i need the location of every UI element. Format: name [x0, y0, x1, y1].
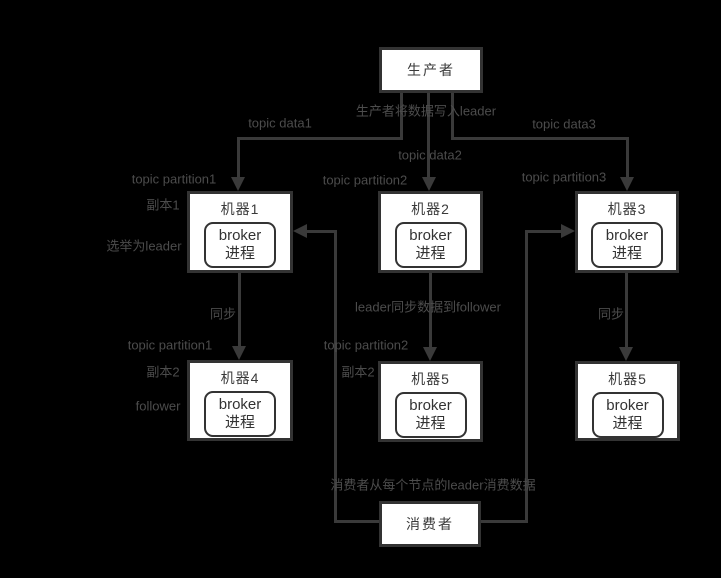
arrowhead-into-machine3-left [561, 224, 575, 238]
label-elected-as-leader: 选举为leader [106, 238, 182, 254]
label-replica1: 副本1 [146, 197, 180, 213]
label-sync-right: 同步 [597, 306, 625, 322]
machine5-right-title: 机器5 [608, 371, 647, 387]
node-machine1: 机器1 broker 进程 [187, 191, 293, 273]
edge-drop-machine3 [626, 137, 629, 178]
label-topic-data3: topic data3 [532, 116, 596, 132]
label-topic-partition2-top: topic partition2 [322, 172, 408, 188]
edge-consumer-left-vertical [334, 230, 337, 523]
producer-label: 生产者 [407, 62, 455, 78]
broker-label: broker [409, 227, 452, 244]
process-label: 进程 [224, 414, 255, 431]
label-replica2-middle: 副本2 [341, 364, 375, 380]
label-consumer-consumes-leader: 消费者从每个节点的leader消费数据 [330, 477, 536, 493]
node-machine5-middle: 机器5 broker 进程 [378, 361, 483, 442]
node-consumer: 消费者 [379, 501, 481, 547]
arrowhead-into-machine4-top [232, 346, 246, 360]
edge-topic-data1-horizontal [237, 137, 403, 140]
label-topic-partition1-bottom: topic partition1 [127, 337, 213, 353]
machine2-title: 机器2 [411, 201, 450, 217]
machine3-title: 机器3 [607, 201, 647, 217]
arrowhead-into-machine3-top [620, 177, 634, 191]
edge-consumer-left-bottom-horizontal [334, 520, 380, 523]
process-label: 进程 [224, 245, 255, 262]
consumer-label: 消费者 [406, 516, 454, 532]
broker-label: broker [606, 397, 649, 414]
node-machine4: 机器4 broker 进程 [187, 360, 293, 441]
edge-drop-machine1 [237, 137, 240, 178]
label-topic-data1: topic data1 [248, 115, 312, 131]
edge-sync-machine3-machine5 [625, 273, 628, 348]
edge-producer-drop-right [451, 93, 454, 140]
machine2-broker-process-box: broker 进程 [394, 222, 467, 268]
label-sync-left: 同步 [209, 306, 237, 322]
label-topic-partition1-top: topic partition1 [131, 171, 217, 187]
arrowhead-into-machine1-top [231, 177, 245, 191]
edge-sync-machine1-machine4 [238, 273, 241, 347]
machine3-broker-process-box: broker 进程 [591, 222, 663, 268]
edge-topic-data3-horizontal [451, 137, 629, 140]
arrowhead-into-machine1-right [293, 224, 307, 238]
arrowhead-into-machine2-top [422, 177, 436, 191]
edge-producer-drop-middle [427, 93, 430, 178]
label-leader-sync-to-follower: leader同步数据到follower [355, 299, 501, 315]
node-machine2: 机器2 broker 进程 [378, 191, 483, 273]
machine1-title: 机器1 [220, 201, 260, 217]
machine5-middle-broker-process-box: broker 进程 [394, 392, 467, 438]
label-topic-data2: topic data2 [398, 147, 462, 163]
broker-label: broker [218, 227, 262, 244]
broker-label: broker [409, 397, 452, 414]
edge-consumer-left-top-horizontal [307, 230, 337, 233]
label-topic-partition2-bottom: topic partition2 [323, 337, 409, 353]
process-label: 进程 [415, 245, 446, 262]
process-label: 进程 [612, 415, 643, 432]
process-label: 进程 [611, 245, 642, 262]
machine4-broker-process-box: broker 进程 [204, 391, 276, 437]
edge-consumer-right-vertical [525, 230, 528, 523]
label-follower: follower [135, 398, 181, 414]
edge-producer-drop-left [400, 93, 403, 140]
edge-sync-machine2-machine5 [429, 273, 432, 348]
edge-consumer-right-bottom-horizontal [480, 520, 527, 523]
machine5-right-broker-process-box: broker 进程 [591, 392, 664, 438]
node-producer: 生产者 [379, 47, 483, 93]
edge-consumer-right-top-horizontal [527, 230, 563, 233]
arrowhead-into-machine5-middle-top [423, 347, 437, 361]
label-replica2-left: 副本2 [146, 364, 180, 380]
process-label: 进程 [415, 415, 446, 432]
arrowhead-into-machine5-right-top [619, 347, 633, 361]
machine1-broker-process-box: broker 进程 [204, 222, 276, 268]
label-topic-partition3-top: topic partition3 [521, 169, 607, 185]
node-machine3: 机器3 broker 进程 [575, 191, 679, 273]
machine5-middle-title: 机器5 [411, 371, 450, 387]
node-machine5-right: 机器5 broker 进程 [575, 361, 680, 441]
broker-label: broker [605, 227, 649, 244]
machine4-title: 机器4 [220, 370, 260, 386]
broker-label: broker [218, 396, 262, 413]
label-producer-writes-leader: 生产者将数据写入leader [355, 103, 497, 119]
